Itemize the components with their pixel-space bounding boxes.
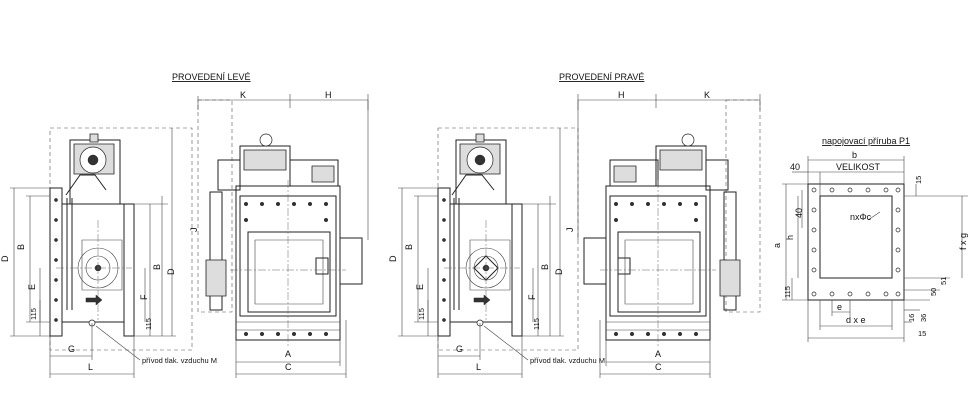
dim-label-A-l2: A — [285, 349, 291, 359]
dim-label-40-top: 40 — [790, 162, 800, 172]
dim-label-h-flange: h — [785, 235, 795, 240]
dim-label-velikost: VELIKOST — [836, 162, 881, 172]
dim-label-D-r1b: D — [554, 268, 564, 275]
dim-label-B-l1b: B — [152, 264, 162, 270]
dim-label-15-bottom: 15 — [918, 329, 926, 338]
dim-label-E-r1: E — [415, 284, 425, 290]
dim-label-J-r2: J — [565, 228, 575, 233]
dim-label-115-flange: 115 — [783, 286, 792, 298]
dim-label-G-r1: G — [456, 344, 463, 354]
dim-label-K-l2: K — [240, 90, 246, 100]
dim-label-K-r2: K — [704, 90, 710, 100]
dim-label-D-l1b: D — [166, 268, 176, 275]
dim-label-16: 16 — [907, 314, 916, 322]
dim-label-H-r2: H — [618, 90, 625, 100]
title-flange: napojovací příruba P1 — [822, 136, 910, 146]
dim-label-D-l1: D — [0, 255, 10, 262]
dim-label-C-l2: C — [285, 362, 292, 372]
dim-label-fxg: f x g — [958, 233, 968, 250]
note-air-supply-left: přívod tlak. vzduchu M — [142, 356, 217, 365]
dim-label-B-l1: B — [16, 244, 26, 250]
title-right-variant: PROVEDENÍ PRAVÉ — [559, 72, 644, 82]
view-flange — [782, 156, 968, 342]
dim-label-40-left: 40 — [794, 208, 804, 218]
dim-label-holes: nxΦc — [850, 212, 872, 222]
dim-label-H-l2: H — [325, 90, 332, 100]
dim-label-b-flange: b — [852, 150, 857, 160]
title-left-variant: PROVEDENÍ LEVÉ — [172, 72, 251, 82]
dim-label-e-flange: e — [837, 302, 842, 312]
dim-label-115-r1: 115 — [417, 308, 426, 320]
dim-label-115-r1b: 115 — [532, 318, 541, 330]
dim-label-G-l1: G — [68, 344, 75, 354]
dim-label-115-l1: 115 — [29, 308, 38, 320]
dim-label-A-r2: A — [655, 349, 661, 359]
dim-label-dxe: d x e — [846, 315, 866, 325]
dim-label-J-l2: J — [189, 228, 199, 233]
dim-label-L-l1: L — [88, 362, 93, 372]
dim-label-E-l1: E — [27, 284, 37, 290]
dim-label-F-l1: F — [139, 294, 149, 300]
view-left-front — [198, 94, 368, 378]
view-left-side — [10, 128, 192, 378]
dim-label-D-r1: D — [388, 255, 398, 262]
view-right-front — [578, 94, 760, 378]
dim-label-115-l1b: 115 — [144, 318, 153, 330]
dim-label-L-r1: L — [476, 362, 481, 372]
dim-label-15-top: 15 — [914, 176, 923, 184]
dim-label-a-flange: a — [772, 243, 782, 248]
dim-label-C-r2: C — [655, 362, 662, 372]
dim-label-36: 36 — [919, 314, 928, 322]
dim-label-B-r1b: B — [540, 264, 550, 270]
dim-label-51: 51 — [939, 277, 948, 285]
dim-label-50: 50 — [929, 288, 938, 296]
dim-label-F-r1: F — [527, 294, 537, 300]
view-right-side — [398, 128, 578, 378]
note-air-supply-right: přívod tlak. vzduchu M — [530, 356, 605, 365]
dim-label-B-r1: B — [404, 244, 414, 250]
